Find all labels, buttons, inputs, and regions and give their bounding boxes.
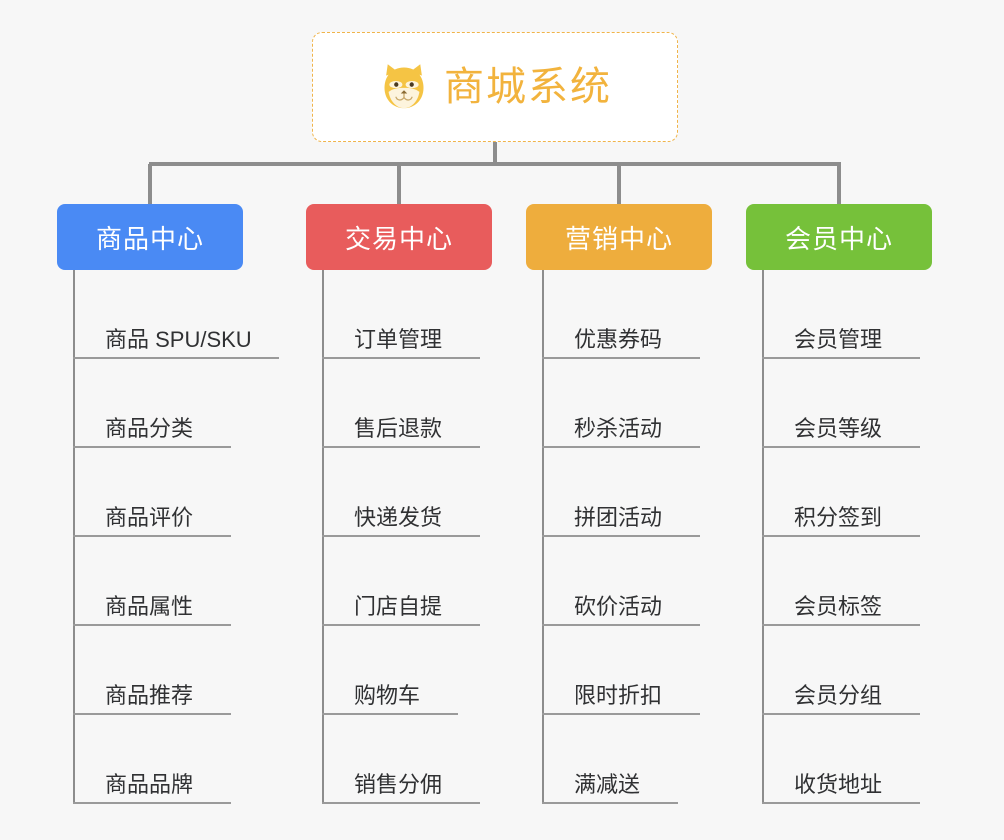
leaf-spine-connector: [322, 270, 324, 804]
leaf-item[interactable]: 商品 SPU/SKU: [73, 270, 279, 359]
category-box[interactable]: 交易中心: [306, 204, 492, 270]
category-label: 商品中心: [95, 223, 204, 254]
leaf-item[interactable]: 会员分组: [762, 626, 920, 715]
leaf-item-label: 优惠券码: [574, 326, 663, 352]
leaf-item[interactable]: 会员标签: [762, 537, 920, 626]
leaf-item-label: 秒杀活动: [574, 415, 663, 441]
category-label: 会员中心: [784, 223, 893, 254]
leaf-item[interactable]: 拼团活动: [542, 448, 700, 537]
leaf-item-label: 商品 SPU/SKU: [105, 326, 252, 352]
root-node[interactable]: 商城系统: [312, 32, 678, 142]
leaf-spine-connector: [73, 270, 75, 804]
leaf-item[interactable]: 快递发货: [322, 448, 480, 537]
leaf-item-label: 商品品牌: [105, 771, 194, 797]
leaf-item[interactable]: 商品属性: [73, 537, 231, 626]
leaf-item-label: 门店自提: [354, 593, 443, 619]
leaf-item-label: 商品属性: [105, 593, 194, 619]
leaf-item[interactable]: 购物车: [322, 626, 458, 715]
leaf-item-label: 会员标签: [794, 593, 883, 619]
leaf-list: 会员管理会员等级积分签到会员标签会员分组收货地址: [762, 270, 920, 804]
branch-drop-connector-3: [837, 164, 841, 204]
leaf-item-label: 会员分组: [794, 682, 883, 708]
leaf-item[interactable]: 优惠券码: [542, 270, 700, 359]
leaf-item-label: 会员管理: [794, 326, 883, 352]
branch-bus-connector: [149, 162, 841, 166]
leaf-item[interactable]: 商品品牌: [73, 715, 231, 804]
leaf-item[interactable]: 积分签到: [762, 448, 920, 537]
category-box[interactable]: 商品中心: [57, 204, 243, 270]
leaf-item-label: 满减送: [574, 771, 641, 797]
leaf-item-label: 拼团活动: [574, 504, 663, 530]
leaf-item[interactable]: 售后退款: [322, 359, 480, 448]
leaf-item-label: 商品评价: [105, 504, 194, 530]
leaf-item[interactable]: 销售分佣: [322, 715, 480, 804]
leaf-item[interactable]: 秒杀活动: [542, 359, 700, 448]
leaf-item[interactable]: 门店自提: [322, 537, 480, 626]
leaf-item-label: 购物车: [354, 682, 421, 708]
leaf-item[interactable]: 满减送: [542, 715, 678, 804]
branch-drop-connector-2: [617, 164, 621, 204]
category-box[interactable]: 营销中心: [526, 204, 712, 270]
leaf-item[interactable]: 商品分类: [73, 359, 231, 448]
leaf-item[interactable]: 订单管理: [322, 270, 480, 359]
branch-drop-connector-0: [148, 164, 152, 204]
root-title: 商城系统: [444, 65, 612, 109]
leaf-item-label: 砍价活动: [574, 593, 663, 619]
category-box[interactable]: 会员中心: [746, 204, 932, 270]
leaf-item-label: 售后退款: [354, 415, 443, 441]
leaf-item[interactable]: 收货地址: [762, 715, 920, 804]
leaf-item-label: 销售分佣: [354, 771, 443, 797]
leaf-list: 商品 SPU/SKU 商品分类商品评价商品属性商品推荐商品品牌: [73, 270, 279, 804]
leaf-item[interactable]: 限时折扣: [542, 626, 700, 715]
branch-drop-connector-1: [397, 164, 401, 204]
leaf-item-label: 限时折扣: [574, 682, 663, 708]
leaf-spine-connector: [542, 270, 544, 804]
category-label: 营销中心: [564, 223, 673, 254]
leaf-list: 优惠券码秒杀活动拼团活动砍价活动限时折扣满减送: [542, 270, 700, 804]
leaf-spine-connector: [762, 270, 764, 804]
leaf-item[interactable]: 会员等级: [762, 359, 920, 448]
leaf-item-label: 订单管理: [354, 326, 443, 352]
leaf-item[interactable]: 砍价活动: [542, 537, 700, 626]
leaf-item[interactable]: 商品推荐: [73, 626, 231, 715]
leaf-item-label: 商品分类: [105, 415, 194, 441]
leaf-item[interactable]: 商品评价: [73, 448, 231, 537]
leaf-item-label: 商品推荐: [105, 682, 194, 708]
shiba-dog-face-icon: [384, 64, 424, 109]
leaf-item-label: 收货地址: [794, 771, 883, 797]
leaf-item-label: 积分签到: [794, 504, 883, 530]
leaf-item-label: 快递发货: [354, 504, 443, 530]
root-stem-connector: [493, 142, 497, 164]
leaf-list: 订单管理售后退款快递发货门店自提购物车销售分佣: [322, 270, 480, 804]
category-label: 交易中心: [344, 223, 453, 254]
leaf-item[interactable]: 会员管理: [762, 270, 920, 359]
leaf-item-label: 会员等级: [794, 415, 883, 441]
